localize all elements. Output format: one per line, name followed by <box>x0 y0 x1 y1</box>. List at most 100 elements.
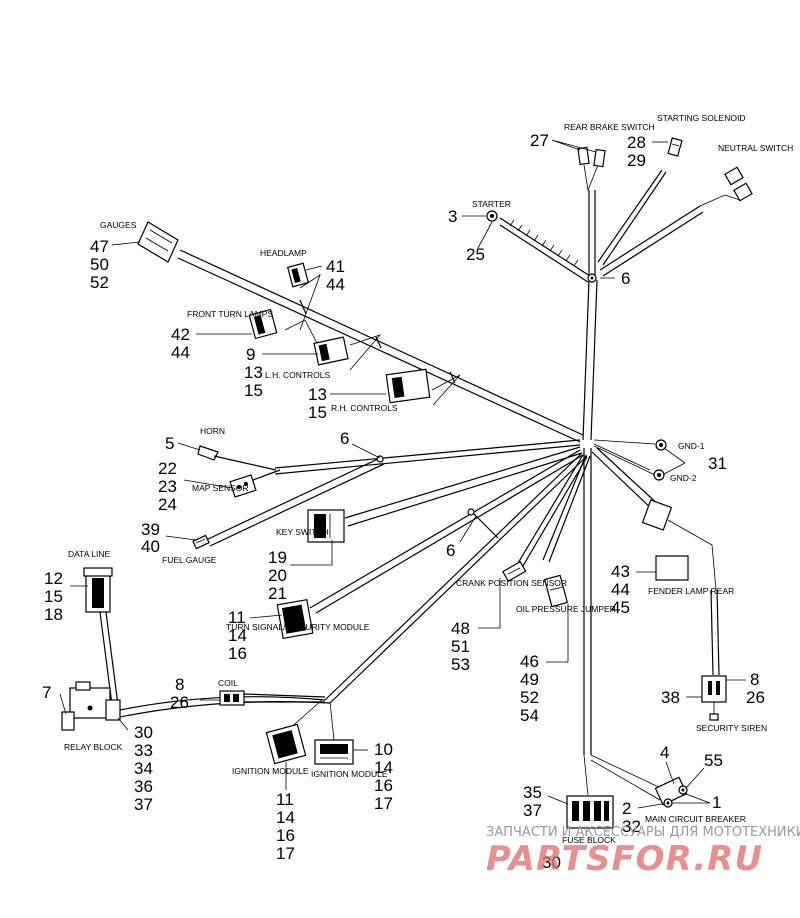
harness-gauges-branch-edge <box>177 257 581 443</box>
leader-5 <box>177 442 201 451</box>
callout-17-ignr: 17 <box>374 794 393 813</box>
harness-fender-branch <box>591 451 656 513</box>
callout-31: 31 <box>708 454 727 473</box>
rh-shade <box>391 376 405 398</box>
leader-31 <box>663 447 686 475</box>
callout-42: 42 <box>171 325 190 344</box>
starting-solenoid-label: STARTING SOLENOID <box>657 113 745 123</box>
map-pin-b <box>244 482 248 486</box>
harness-oil-branch <box>542 454 587 561</box>
harness-fender-branch-edge <box>596 447 663 509</box>
leader-7 <box>59 693 67 715</box>
ignition-module-right-label: IGNITION MODULE <box>311 769 388 779</box>
callout-25: 25 <box>466 245 485 264</box>
leader-35 <box>547 795 569 805</box>
breaker-stud-b-dot <box>681 788 685 792</box>
callout-15-rh: 15 <box>308 403 327 422</box>
security-siren-label: SECURITY SIREN <box>696 723 767 733</box>
siren-pin-b <box>716 681 720 695</box>
gauge-branch-sep-3 <box>449 371 456 384</box>
node-6-low-dot <box>467 508 475 516</box>
neutral-switch-label: NEUTRAL SWITCH <box>718 143 793 153</box>
solenoid-lead <box>597 169 663 263</box>
callout-10: 10 <box>374 740 393 759</box>
gauge-branch-sep-1 <box>299 299 307 315</box>
crank-position-sensor-label: CRANK POSITION SENSOR <box>456 578 567 588</box>
main-circuit-breaker <box>654 776 688 808</box>
relay-block-label: RELAY BLOCK <box>64 742 123 752</box>
starting-solenoid-connector <box>667 137 683 157</box>
leader-55 <box>685 767 705 789</box>
fuse-block <box>566 795 614 829</box>
gnd1-wire <box>593 439 656 445</box>
breaker-wire-b <box>590 759 661 801</box>
callout-51: 51 <box>451 637 470 656</box>
turnlamp-leader <box>284 319 319 346</box>
solenoid-lead-edge <box>602 171 667 266</box>
component-labels: REAR BRAKE SWITCH STARTING SOLENOID NEUT… <box>64 113 793 845</box>
map-sensor-connector <box>229 469 281 498</box>
rh-controls-connector <box>385 368 431 404</box>
crank-mark <box>507 567 521 575</box>
callout-14-ignr: 14 <box>374 758 393 777</box>
callout-13-lh: 13 <box>244 363 263 382</box>
callout-14-ign: 14 <box>276 808 295 827</box>
relay-side <box>105 699 121 721</box>
lh-shade <box>318 343 330 362</box>
fuse-wire <box>583 754 589 796</box>
callout-1: 1 <box>712 793 721 812</box>
leader-41 <box>305 265 323 271</box>
siren-pin-a <box>708 681 712 695</box>
horn-label: HORN <box>200 426 225 436</box>
fender-lamp-rear-connector <box>641 499 689 581</box>
callout-53: 53 <box>451 655 470 674</box>
starter-lead-edge <box>499 224 589 283</box>
lh-controls-label: L.H. CONTROLS <box>265 370 331 380</box>
callout-4: 4 <box>660 743 669 762</box>
callout-8-siren: 8 <box>750 670 759 689</box>
callout-52: 52 <box>90 273 109 292</box>
leader-25 <box>477 221 493 249</box>
relay-block <box>61 681 121 731</box>
harness-lower-branch <box>324 452 583 701</box>
data-shade <box>92 578 104 608</box>
callout-40: 40 <box>141 537 160 556</box>
leader-6-low <box>459 515 477 543</box>
callout-9: 9 <box>246 345 255 364</box>
callout-3: 3 <box>448 207 457 226</box>
fender-conn <box>641 499 673 531</box>
leader-11-turn <box>249 614 283 619</box>
callout-22: 22 <box>158 459 177 478</box>
callout-30-relay: 30 <box>134 723 153 742</box>
callout-44: 44 <box>326 275 345 294</box>
leader-27 <box>551 139 597 153</box>
solenoid-body <box>667 137 683 157</box>
neutral-lead-edge <box>602 211 704 277</box>
fuse-1 <box>572 801 579 821</box>
callout-35: 35 <box>523 783 542 802</box>
neutral-switch-connector <box>724 166 753 202</box>
gauges-ribs <box>145 229 173 252</box>
upper-branches <box>486 164 741 283</box>
gnd2-wire <box>593 443 651 471</box>
node-6-top-dot <box>590 276 594 280</box>
harness-horn-branch-edge <box>274 444 581 475</box>
gnd2-label: GND-2 <box>670 473 697 483</box>
gnd1-label: GND-1 <box>678 441 705 451</box>
harness-oil-branch-edge <box>548 455 591 563</box>
callout-17-ign: 17 <box>276 844 295 863</box>
harness-crank-branch <box>514 454 584 569</box>
starter-label: STARTER <box>472 199 511 209</box>
callout-32: 32 <box>622 817 641 836</box>
callout-44-front: 44 <box>171 343 190 362</box>
neutral-body-a <box>724 166 744 186</box>
watermark-tagline: ЗАПЧАСТИ И АКСЕССУАРЫ ДЛЯ МОТОТЕХНИКИ <box>486 825 800 840</box>
callout-6-low: 6 <box>446 541 455 560</box>
callout-38: 38 <box>661 688 680 707</box>
callout-52-oil: 52 <box>520 688 539 707</box>
callout-19: 19 <box>268 548 287 567</box>
turn-signal-module-label: TURN SIGNAL/ SECURITY MODULE <box>226 622 370 632</box>
data-line-connector <box>83 567 113 613</box>
main-harness <box>99 249 720 801</box>
leader-46 <box>546 604 569 663</box>
